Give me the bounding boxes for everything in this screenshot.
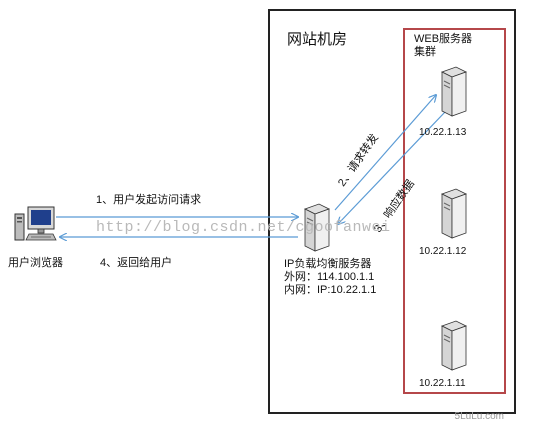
load-balancer-internal-ip: 内网：IP:10.22.1.1 (284, 284, 377, 296)
cluster-title-line1: WEB服务器 (414, 33, 473, 45)
server-icon-13 (440, 66, 468, 117)
forward-arrow (334, 95, 436, 211)
server-ip-11: 10.22.1.11 (419, 378, 466, 389)
step-request-label: 1、用户发起访问请求 (96, 194, 202, 206)
brand-watermark: 5LuLu.com (454, 411, 504, 422)
respond-arrow (338, 111, 446, 224)
datacenter-title: 网站机房 (287, 31, 348, 48)
server-icon-11 (440, 320, 468, 371)
watermark-url: http://blog.csdn.net/cgoofanwei (96, 219, 391, 236)
server-ip-12: 10.22.1.12 (419, 246, 467, 257)
cluster-title-line2: 集群 (414, 46, 436, 58)
load-balancer-label: IP负载均衡服务器 (284, 258, 372, 270)
computer-icon (14, 206, 57, 241)
server-ip-13: 10.22.1.13 (419, 127, 467, 138)
server-icon-12 (440, 188, 468, 239)
web-cluster-frame (403, 28, 506, 394)
step-return-label: 4、返回给用户 (100, 257, 173, 269)
load-balancer-external-ip: 外网：114.100.1.1 (284, 271, 375, 283)
datacenter-frame (268, 9, 516, 414)
load-balancer-server-icon (303, 203, 331, 252)
client-label: 用户浏览器 (8, 257, 63, 269)
